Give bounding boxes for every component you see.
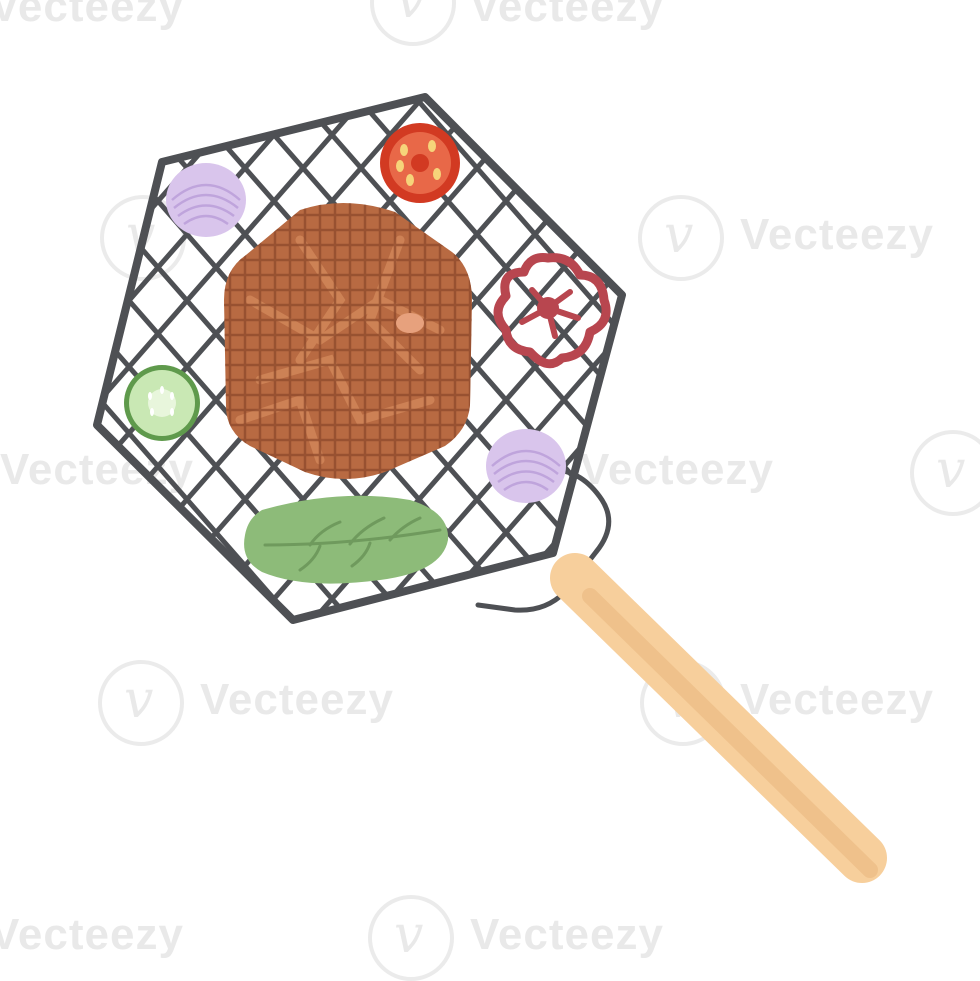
onion-bottom — [486, 429, 566, 503]
grill-wire — [97, 97, 104, 620]
grill-wire — [270, 97, 622, 620]
grill-wire — [502, 97, 622, 620]
cucumber-slice — [124, 365, 200, 441]
grilled-steak — [224, 202, 472, 479]
watermark-text: Vecteezy — [580, 445, 774, 494]
fat-spot — [396, 313, 424, 333]
grill-wire — [560, 97, 622, 620]
grill-wire — [678, 0, 980, 800]
watermark-text: Vecteezy — [0, 910, 184, 959]
basil-leaf — [244, 495, 449, 584]
grill-wire — [0, 0, 44, 800]
grill-wire — [97, 97, 104, 620]
grill-wire — [212, 97, 622, 620]
watermark-text: Vecteezy — [740, 210, 934, 259]
grill-wire — [0, 0, 44, 800]
watermark-logo — [368, 895, 454, 981]
handle-connector — [475, 467, 612, 613]
watermark-text: Vecteezy — [470, 0, 664, 31]
grill-wire — [97, 97, 568, 620]
wooden-handle — [550, 553, 887, 883]
watermark-text: Vecteezy — [470, 910, 664, 959]
watermark-text: Vecteezy — [740, 675, 934, 724]
watermark-text: Vecteezy — [200, 675, 394, 724]
grill-wire — [502, 97, 622, 620]
tomato-slice — [380, 123, 460, 203]
watermark-logo — [98, 660, 184, 746]
watermark-logo — [638, 195, 724, 281]
watermark-text: Vecteezy — [0, 0, 184, 31]
onion-top — [166, 163, 246, 237]
pepper-ring — [493, 253, 611, 369]
watermark-logo — [910, 430, 980, 516]
grill-wire — [678, 0, 980, 800]
grill-frame — [93, 93, 626, 624]
grill-wire — [560, 97, 622, 620]
